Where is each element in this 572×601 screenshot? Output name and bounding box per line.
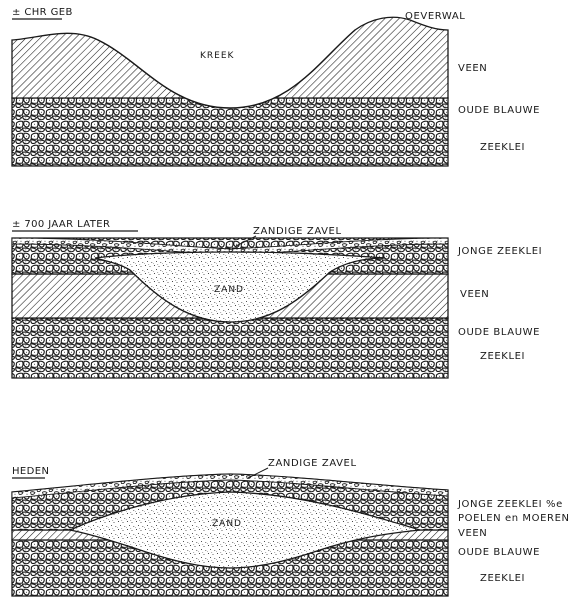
zand-label: ZAND bbox=[214, 285, 244, 295]
zeeklei-label: ZEEKLEI bbox=[480, 142, 525, 153]
oude-blauwe-zeeklei-layer bbox=[12, 318, 448, 378]
panel-chr-geb: ± CHR GEB KREEK OEVERWAL VEEN OUDE BLAUW… bbox=[12, 7, 540, 166]
poelen-moeren-label: POELEN en MOEREN bbox=[458, 513, 570, 524]
jonge-zeeklei-label: JONGE ZEEKLEI %e bbox=[457, 499, 563, 510]
panel-title: HEDEN bbox=[12, 466, 49, 477]
veen-label: VEEN bbox=[458, 528, 487, 539]
zandige-zavel-label: ZANDIGE ZAVEL bbox=[253, 226, 342, 237]
veen-label: VEEN bbox=[458, 63, 487, 74]
kreek-label: KREEK bbox=[200, 51, 235, 61]
zand-label: ZAND bbox=[212, 519, 242, 529]
oude-blauwe-label: OUDE BLAUWE bbox=[458, 105, 540, 116]
veen-label: VEEN bbox=[460, 289, 489, 300]
oeverwal-label: OEVERWAL bbox=[405, 11, 465, 22]
panel-title: ± 700 JAAR LATER bbox=[12, 219, 110, 230]
zeeklei-label: ZEEKLEI bbox=[480, 351, 525, 362]
panel-title: ± CHR GEB bbox=[12, 7, 73, 18]
jonge-zeeklei-label: JONGE ZEEKLEI bbox=[457, 246, 542, 257]
panel-700-jaar-later: ± 700 JAAR LATER ZANDIGE ZAVEL ZAND JONG… bbox=[12, 219, 542, 378]
panel-heden: HEDEN ZANDIGE ZAVEL ZAND JONGE ZEEKLEI %… bbox=[12, 458, 570, 596]
oude-blauwe-label: OUDE BLAUWE bbox=[458, 327, 540, 338]
oude-blauwe-label: OUDE BLAUWE bbox=[458, 547, 540, 558]
zandige-zavel-label: ZANDIGE ZAVEL bbox=[268, 458, 357, 469]
zeeklei-label: ZEEKLEI bbox=[480, 573, 525, 584]
